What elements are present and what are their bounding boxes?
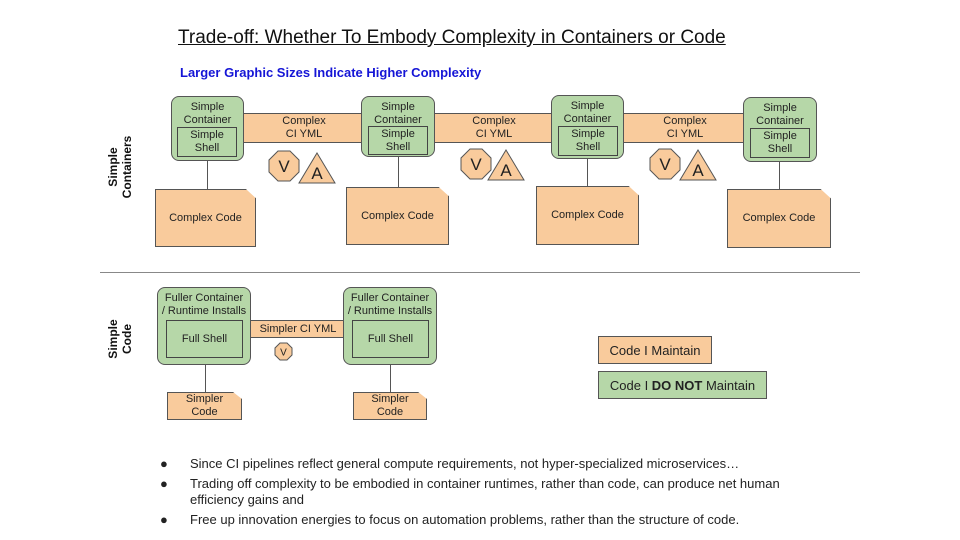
bullet-item: ●Trading off complexity to be embodied i… — [160, 476, 780, 507]
bullet-icon: ● — [160, 512, 168, 527]
bullet-list: ●Since CI pipelines reflect general comp… — [160, 456, 820, 532]
full-shell: Full Shell — [352, 320, 429, 358]
row-divider — [100, 272, 860, 273]
row-label-simple-code: Simple Code — [106, 319, 134, 359]
complex-code-block: Complex Code — [536, 186, 639, 245]
connector-line — [587, 159, 588, 186]
connector-line — [207, 161, 208, 189]
validate-octagon-icon: V — [460, 148, 492, 180]
svg-text:A: A — [311, 164, 323, 183]
svg-text:V: V — [278, 157, 290, 176]
svg-text:A: A — [692, 161, 704, 180]
diagram-title: Trade-off: Whether To Embody Complexity … — [178, 27, 726, 48]
bullet-icon: ● — [160, 476, 168, 491]
complex-code-block: Complex Code — [727, 189, 831, 248]
row-label-simple-containers: Simple Containers — [106, 135, 134, 199]
approve-triangle-icon: A — [487, 149, 525, 181]
connector-line — [779, 162, 780, 189]
bullet-item: ●Since CI pipelines reflect general comp… — [160, 456, 740, 471]
legend-code-i-maintain: Code I Maintain — [598, 336, 712, 364]
validate-octagon-icon: V — [268, 150, 300, 182]
connector-line — [398, 157, 399, 187]
bullet-item: ●Free up innovation energies to focus on… — [160, 512, 740, 527]
complex-code-block: Complex Code — [346, 187, 449, 245]
svg-text:A: A — [500, 161, 512, 180]
legend-code-i-do-not-maintain: Code I DO NOT Maintain — [598, 371, 767, 399]
validate-octagon-icon: V — [274, 342, 293, 361]
simpler-ci-yml-band: Simpler CI YML — [250, 320, 346, 338]
connector-line — [205, 365, 206, 392]
complex-code-block: Complex Code — [155, 189, 256, 247]
diagram-subtitle: Larger Graphic Sizes Indicate Higher Com… — [180, 65, 482, 80]
connector-line — [390, 365, 391, 392]
fuller-container: Fuller Container/ Runtime Installs Full … — [157, 287, 251, 365]
full-shell: Full Shell — [166, 320, 243, 358]
svg-text:V: V — [470, 155, 482, 174]
validate-octagon-icon: V — [649, 148, 681, 180]
approve-triangle-icon: A — [679, 149, 717, 181]
bullet-icon: ● — [160, 456, 168, 471]
approve-triangle-icon: A — [298, 152, 336, 184]
svg-text:V: V — [659, 155, 671, 174]
svg-text:V: V — [280, 348, 287, 359]
fuller-container: Fuller Container/ Runtime Installs Full … — [343, 287, 437, 365]
